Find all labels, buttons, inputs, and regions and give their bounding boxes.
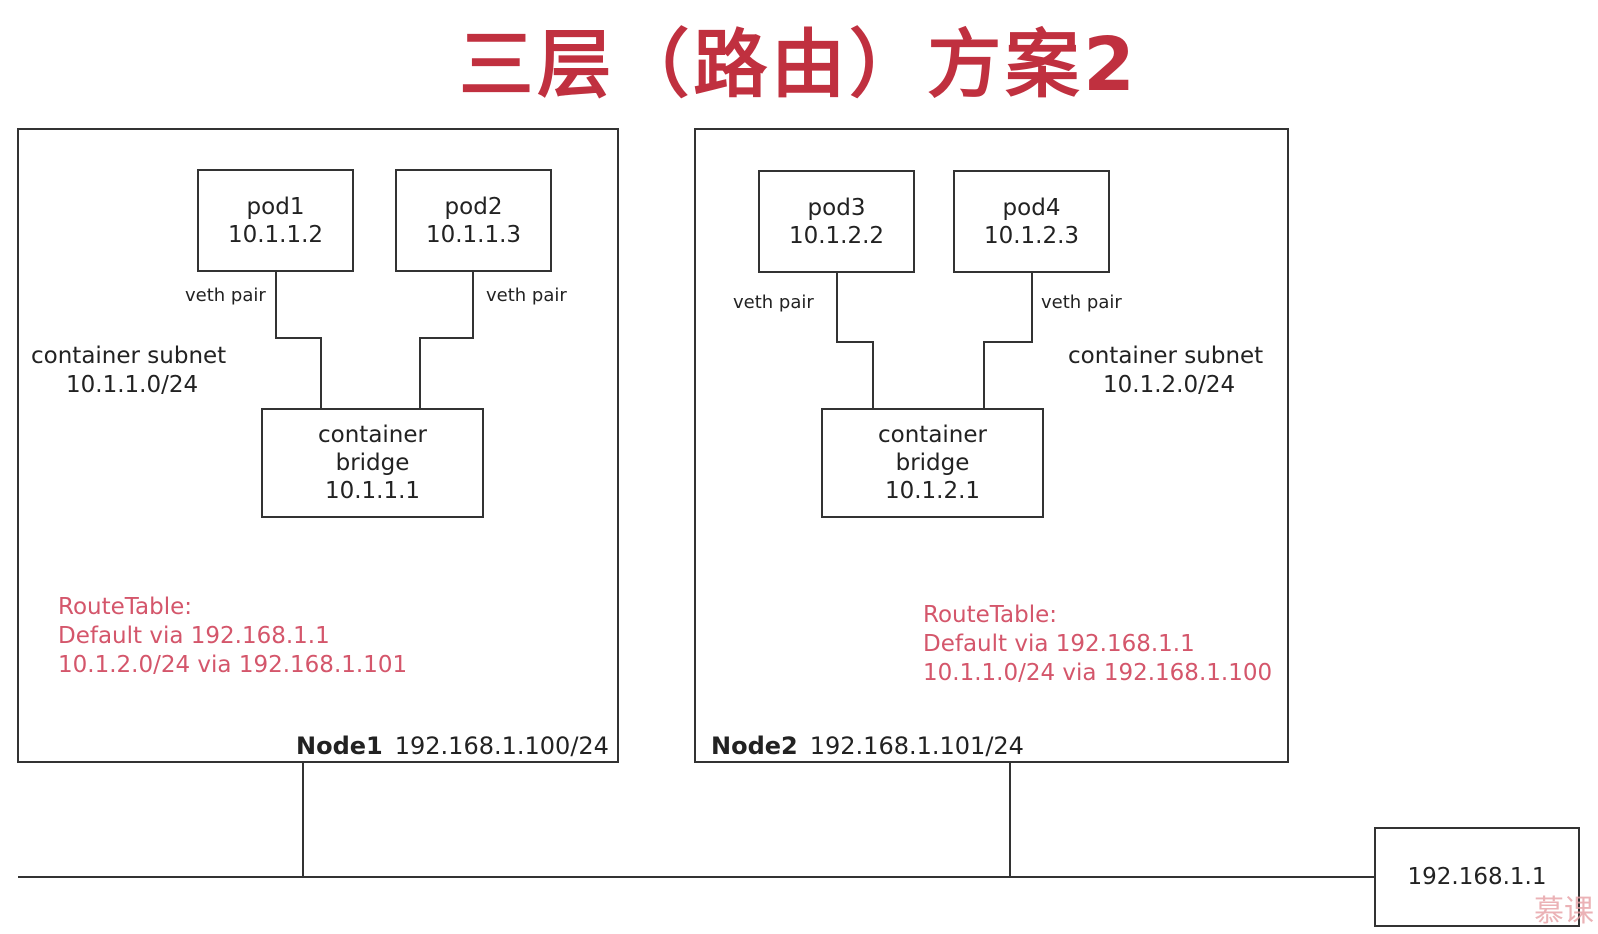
pod2-name: pod2 [444, 193, 503, 220]
watermark-logo: 慕课 [1534, 894, 1594, 929]
pod1-name: pod1 [246, 193, 305, 220]
pod3-box: pod3 10.1.2.2 [758, 170, 915, 273]
node2-box [694, 128, 1289, 763]
node1-label: Node1 192.168.1.100/24 [296, 732, 609, 760]
pod2-veth-label: veth pair [486, 285, 567, 306]
pod4-veth-label: veth pair [1041, 292, 1122, 313]
pod1-ip: 10.1.1.2 [227, 221, 324, 248]
node1-subnet: 10.1.1.0/24 [66, 372, 199, 398]
node1-route-line-1: Default via 192.168.1.1 [58, 623, 330, 649]
node2-bridge-box: container bridge 10.1.2.1 [821, 408, 1044, 518]
node2-route-header: RouteTable: [923, 602, 1057, 628]
node1-ip: 192.168.1.100/24 [394, 732, 609, 760]
node2-route-line-1: Default via 192.168.1.1 [923, 631, 1195, 657]
gateway-box: 192.168.1.1 [1374, 827, 1580, 927]
pod1-box: pod1 10.1.1.2 [197, 169, 354, 272]
pod3-ip: 10.1.2.2 [788, 222, 885, 249]
node1-subnet-label: container subnet [31, 343, 227, 369]
node1-bridge-ip: 10.1.1.1 [324, 478, 421, 504]
pod4-name: pod4 [1002, 194, 1061, 221]
node2-label: Node2 192.168.1.101/24 [711, 732, 1024, 760]
node2-bridge-ip: 10.1.2.1 [884, 478, 981, 504]
diagram-title: 三层（路由）方案2 [459, 22, 1139, 108]
pod2-box: pod2 10.1.1.3 [395, 169, 552, 272]
pod3-name: pod3 [807, 194, 866, 221]
node2-route-line-2: 10.1.1.0/24 via 192.168.1.100 [923, 660, 1273, 686]
node1-route-header: RouteTable: [58, 594, 192, 620]
node2-subnet: 10.1.2.0/24 [1103, 372, 1236, 398]
pod4-ip: 10.1.2.3 [983, 222, 1080, 249]
pod4-box: pod4 10.1.2.3 [953, 170, 1110, 273]
node1-bridge-line2: bridge [335, 450, 410, 476]
gateway-ip: 192.168.1.1 [1407, 864, 1547, 890]
node1-name: Node1 [296, 732, 383, 760]
pod3-veth-label: veth pair [733, 292, 814, 313]
node1-bridge-box: container bridge 10.1.1.1 [261, 408, 484, 518]
pod2-ip: 10.1.1.3 [425, 221, 522, 248]
node2-bridge-line2: bridge [895, 450, 970, 476]
node2-ip: 192.168.1.101/24 [809, 732, 1024, 760]
node2-subnet-label: container subnet [1068, 343, 1264, 369]
node2-name: Node2 [711, 732, 798, 760]
pod1-veth-label: veth pair [185, 285, 266, 306]
node2-bridge-line1: container [878, 422, 987, 448]
node1-bridge-line1: container [318, 422, 427, 448]
node1-route-line-2: 10.1.2.0/24 via 192.168.1.101 [58, 652, 408, 678]
node1-box [17, 128, 619, 763]
